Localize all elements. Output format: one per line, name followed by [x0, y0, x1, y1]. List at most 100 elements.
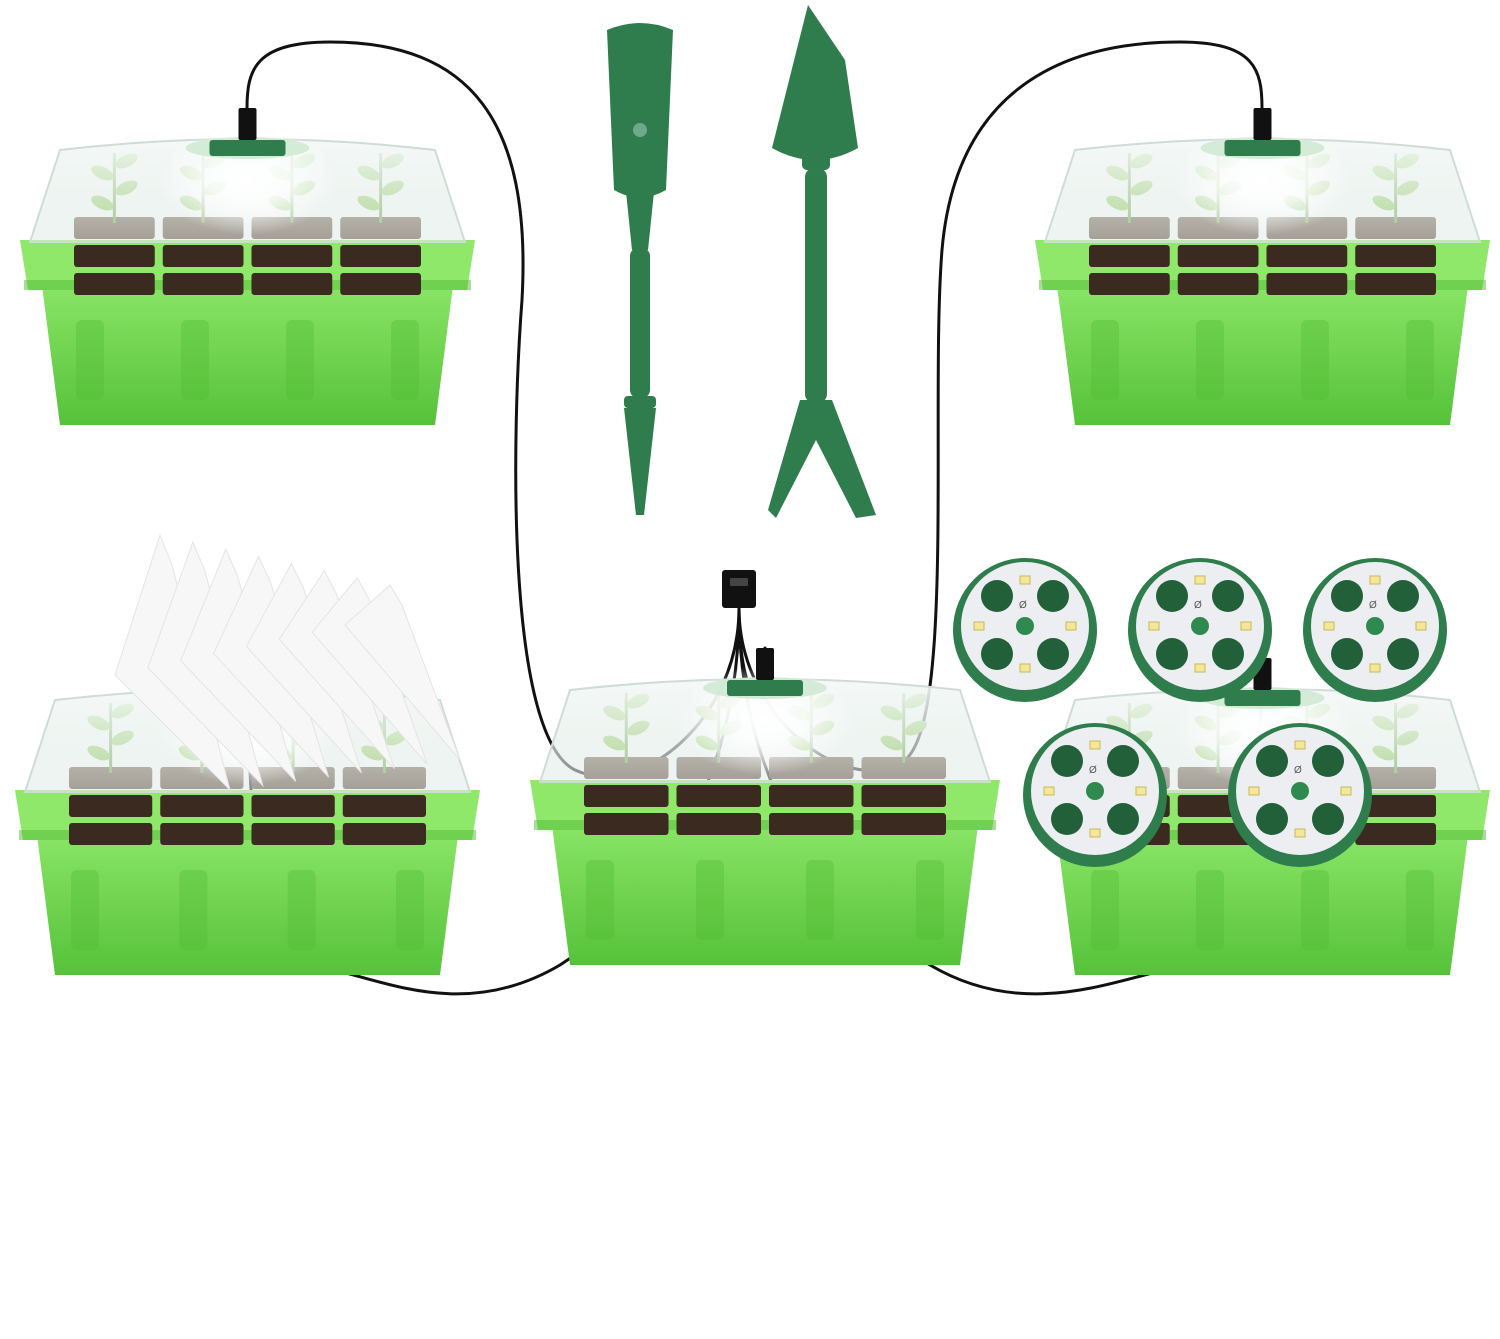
tray-rib [287, 870, 316, 950]
tray-rib [1301, 320, 1329, 400]
soil-cell [1355, 245, 1436, 267]
pod-hole [1107, 803, 1139, 835]
tray-rib [391, 320, 419, 400]
pod-led [1415, 621, 1427, 631]
tray-rib [181, 320, 209, 400]
soil-cell [69, 823, 153, 845]
tray-rib [1091, 320, 1119, 400]
soil-cell [251, 245, 333, 267]
pod-led [1089, 828, 1101, 838]
led-pod: Ø [1228, 723, 1372, 867]
tray-rib [1196, 320, 1224, 400]
pod-led [973, 621, 985, 631]
pod-center-chip [1191, 617, 1209, 635]
soil-cell [1266, 273, 1348, 295]
plant-label [245, 562, 362, 774]
seed-tray [1035, 108, 1490, 425]
pod-led [1340, 786, 1352, 796]
garden-tools [607, 5, 876, 518]
pod-led [1248, 786, 1260, 796]
soil-cell [340, 273, 421, 295]
led-pod: Ø [1303, 558, 1447, 702]
soil-cell [769, 785, 854, 807]
soil-cell [676, 785, 761, 807]
pod-led [1294, 828, 1306, 838]
tray-rib [396, 870, 424, 950]
soil-cell [584, 785, 669, 807]
pod-hole [1051, 803, 1083, 835]
tray-rib [286, 320, 314, 400]
pod-led [1089, 740, 1101, 750]
pod-hole [1037, 580, 1069, 612]
tray-rib [179, 870, 208, 950]
pod-hole [1212, 638, 1244, 670]
usb-plug [238, 108, 257, 140]
tray-rib [76, 320, 104, 400]
soil-cell [251, 273, 333, 295]
pod-hole [981, 580, 1013, 612]
tray-rib [806, 860, 834, 940]
tray-rim-shadow [19, 830, 476, 840]
soil-cell [769, 813, 854, 835]
tray-rim-shadow [534, 820, 996, 830]
tray-rib [71, 870, 99, 950]
seed-trays [15, 108, 1490, 975]
soil-cell [861, 785, 946, 807]
pod-hole [1256, 745, 1288, 777]
pod-hole [1387, 638, 1419, 670]
pod-hole [1156, 638, 1188, 670]
pod-hole [1387, 580, 1419, 612]
soil-cell [251, 823, 335, 845]
seed-tray [530, 648, 1000, 965]
tray-rib [696, 860, 724, 940]
soil-cell [160, 795, 244, 817]
pod-led [1194, 575, 1206, 585]
soil-cell [342, 795, 426, 817]
pod-hole [981, 638, 1013, 670]
tray-rib [586, 860, 614, 940]
soil-cell [584, 813, 669, 835]
soil-cell [74, 273, 155, 295]
tray-base [1055, 820, 1470, 975]
soil-cell [1266, 245, 1348, 267]
pod-print: Ø [1194, 600, 1202, 611]
pod-print: Ø [1369, 600, 1377, 611]
pod-hole [1156, 580, 1188, 612]
plant-label [344, 584, 461, 761]
soil-cell [861, 813, 946, 835]
soil-cell [1355, 795, 1436, 817]
pod-print: Ø [1294, 765, 1302, 776]
usb-plug [1253, 108, 1272, 140]
soil-cell [74, 245, 155, 267]
soil-cell [1355, 823, 1436, 845]
pod-hole [1212, 580, 1244, 612]
tray-rib [1196, 870, 1224, 950]
pod-print: Ø [1019, 600, 1027, 611]
pod-hole [1331, 638, 1363, 670]
dome-cap [209, 140, 286, 156]
scoop-tool [607, 23, 673, 515]
tray-rim-shadow [24, 280, 471, 290]
soil-cell [1177, 273, 1259, 295]
pod-hole [1037, 638, 1069, 670]
soil-cell [160, 823, 244, 845]
tray-rib [916, 860, 944, 940]
seed-tray [20, 108, 475, 425]
soil-cell [1089, 245, 1170, 267]
usb-plug [756, 648, 774, 680]
tray-base [35, 820, 460, 975]
soil-cell [676, 813, 761, 835]
soil-cell [162, 245, 244, 267]
plant-label [311, 576, 428, 765]
dome-cap [1224, 690, 1301, 706]
soil-cell [1177, 245, 1259, 267]
tray-rib [1406, 320, 1434, 400]
pod-led [1294, 740, 1306, 750]
pod-led [1369, 663, 1381, 673]
pod-hole [1051, 745, 1083, 777]
pod-hole [1331, 580, 1363, 612]
pod-led [1148, 621, 1160, 631]
pod-center-chip [1016, 617, 1034, 635]
soil-cell [251, 795, 335, 817]
